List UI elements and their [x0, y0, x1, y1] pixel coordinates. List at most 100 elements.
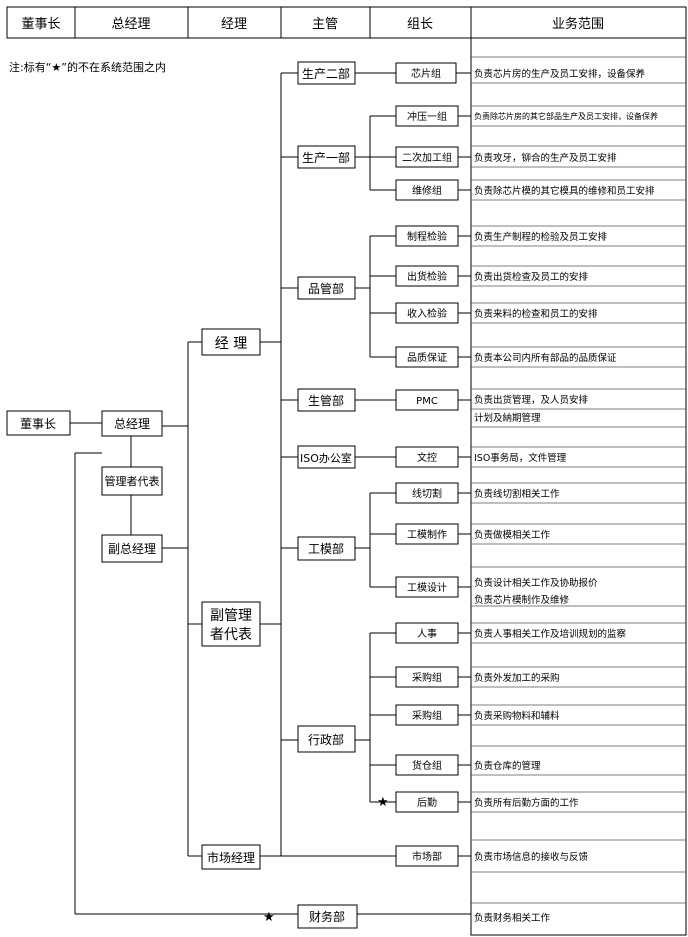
svg-text:芯片组: 芯片组	[411, 67, 441, 80]
node-management-representative[interactable]: 管理者代表	[101, 466, 163, 496]
node-admin-dept[interactable]: 行政部	[297, 725, 356, 753]
svg-text:后勤: 后勤	[417, 796, 437, 809]
svg-text:生产一部: 生产一部	[302, 150, 350, 165]
node-wire-cutting[interactable]: 线切割	[395, 482, 459, 504]
business-scope-item: ISO事务局，文件管理	[474, 452, 567, 464]
node-chairman[interactable]: 董事长	[6, 410, 71, 436]
svg-text:品管部: 品管部	[308, 281, 344, 296]
svg-text:市场部: 市场部	[412, 850, 442, 863]
header-team-leader: 组长	[407, 17, 433, 32]
business-scope-item: 负责所有后勤方面的工作	[474, 797, 579, 809]
node-production-dept-1[interactable]: 生产一部	[297, 145, 356, 169]
svg-text:品质保证: 品质保证	[407, 351, 447, 364]
business-scope-column	[470, 37, 687, 936]
svg-text:人事: 人事	[417, 627, 437, 640]
business-scope-item: 负责财务相关工作	[474, 912, 551, 924]
business-scope-item: 负责生产制程的检验及员工安排	[474, 231, 608, 243]
svg-text:副总经理: 副总经理	[108, 542, 156, 556]
svg-text:经 理: 经 理	[215, 336, 247, 352]
deputy-rep-line1: 副管理	[210, 608, 252, 624]
connector-lines	[70, 72, 471, 915]
node-production-dept-2[interactable]: 生产二部	[297, 61, 356, 85]
node-quality-dept[interactable]: 品管部	[297, 276, 356, 300]
svg-text:生管部: 生管部	[308, 393, 344, 408]
svg-text:货仓组: 货仓组	[412, 759, 442, 772]
node-repair-group[interactable]: 维修组	[395, 179, 459, 201]
svg-text:总经理: 总经理	[114, 417, 150, 431]
svg-text:线切割: 线切割	[412, 487, 442, 500]
business-scope-item: 计划及納期管理	[474, 412, 541, 424]
svg-text:冲压一组: 冲压一组	[407, 110, 447, 123]
business-scope-item: 负责除芯片模的其它模具的维修和员工安排	[474, 185, 655, 197]
business-scope-item: 负责采购物料和辅料	[474, 710, 560, 722]
business-scope-item: 负责出货管理，及人员安排	[474, 394, 589, 406]
header-manager: 经理	[221, 17, 247, 32]
business-scope-item: 负责来料的检查和员工的安排	[474, 308, 598, 320]
svg-text:维修组: 维修组	[412, 184, 442, 197]
star-marker-finance: ★	[263, 910, 275, 925]
business-scope-item: 负责仓库的管理	[474, 760, 541, 772]
business-scope-item: 负责设计相关工作及协助报价	[474, 577, 598, 589]
node-production-control-dept[interactable]: 生管部	[297, 388, 356, 412]
node-purchasing-group-1[interactable]: 采购组	[395, 666, 459, 688]
node-mold-design[interactable]: 工模设计	[395, 576, 459, 598]
node-pmc[interactable]: PMC	[395, 389, 459, 411]
svg-text:行政部: 行政部	[308, 732, 344, 747]
node-document-control[interactable]: 文控	[395, 446, 459, 468]
header-gm: 总经理	[111, 17, 150, 32]
svg-text:董事长: 董事长	[20, 417, 56, 431]
svg-text:工模设计: 工模设计	[407, 581, 447, 594]
header-row: 董事长 总经理 经理 主管 组长 业务范围	[6, 6, 687, 39]
svg-text:采购组: 采购组	[412, 671, 442, 684]
node-incoming-inspection[interactable]: 收入检验	[395, 302, 459, 324]
svg-text:制程检验: 制程检验	[407, 230, 447, 243]
svg-text:文控: 文控	[417, 451, 437, 464]
node-chip-group[interactable]: 芯片组	[395, 62, 457, 84]
svg-text:工模部: 工模部	[308, 541, 344, 556]
header-business-scope: 业务范围	[552, 16, 604, 32]
node-shipping-inspection[interactable]: 出货检验	[395, 265, 459, 287]
business-scope-item: 负责本公司内所有部品的品质保证	[474, 352, 617, 364]
node-warehouse-group[interactable]: 货仓组	[395, 754, 459, 776]
header-chairman: 董事长	[21, 17, 60, 32]
svg-text:收入检验: 收入检验	[407, 307, 447, 320]
node-mold-making[interactable]: 工模制作	[395, 523, 459, 545]
svg-text:采购组: 采购组	[412, 709, 442, 722]
node-vice-general-manager[interactable]: 副总经理	[101, 534, 163, 563]
node-mold-dept[interactable]: 工模部	[297, 536, 356, 561]
node-marketing-manager[interactable]: 市场经理	[201, 844, 261, 870]
svg-text:出货检验: 出货检验	[407, 270, 447, 283]
svg-text:管理者代表: 管理者代表	[105, 474, 160, 488]
business-scope-item: 负责除芯片房的其它部品生产及员工安排，设备保养	[474, 111, 658, 121]
node-logistics[interactable]: 后勤	[395, 791, 459, 813]
node-quality-assurance[interactable]: 品质保证	[395, 346, 459, 368]
business-scope-item: 负责攻牙，铆合的生产及员工安排	[474, 152, 617, 164]
svg-text:生产二部: 生产二部	[302, 66, 350, 81]
node-general-manager[interactable]: 总经理	[101, 410, 163, 437]
node-deputy-management-representative[interactable]: 副管理 者代表	[201, 601, 261, 647]
node-iso-office[interactable]: ISO办公室	[297, 445, 356, 469]
node-secondary-processing-group[interactable]: 二次加工组	[395, 146, 459, 168]
node-stamping-group[interactable]: 冲压一组	[395, 105, 459, 127]
node-process-inspection[interactable]: 制程检验	[395, 225, 459, 247]
star-marker-logistics: ★	[377, 795, 389, 810]
node-finance-dept[interactable]: 财务部	[297, 904, 358, 929]
business-scope-item: 负责线切割相关工作	[474, 488, 560, 500]
business-scope-item: 负责出货检查及员工的安排	[474, 271, 589, 283]
node-marketing-dept[interactable]: 市场部	[395, 845, 459, 867]
business-scope-item: 负责芯片房的生产及员工安排，设备保养	[474, 68, 646, 80]
node-purchasing-group-2[interactable]: 采购组	[395, 704, 459, 726]
business-scope-item: 负责市场信息的接收与反馈	[474, 851, 589, 863]
svg-text:财务部: 财务部	[309, 909, 345, 924]
node-hr[interactable]: 人事	[395, 622, 459, 644]
svg-text:市场经理: 市场经理	[207, 850, 255, 865]
business-scope-item: 负责人事相关工作及培训规划的监察	[474, 628, 627, 640]
node-manager[interactable]: 经 理	[201, 328, 261, 356]
header-supervisor: 主管	[312, 17, 338, 32]
svg-text:二次加工组: 二次加工组	[402, 151, 452, 164]
svg-text:工模制作: 工模制作	[407, 528, 447, 541]
business-scope-item: 负责外发加工的采购	[474, 672, 560, 684]
business-scope-item: 负责芯片模制作及维修	[474, 594, 570, 606]
deputy-rep-line2: 者代表	[210, 627, 252, 643]
